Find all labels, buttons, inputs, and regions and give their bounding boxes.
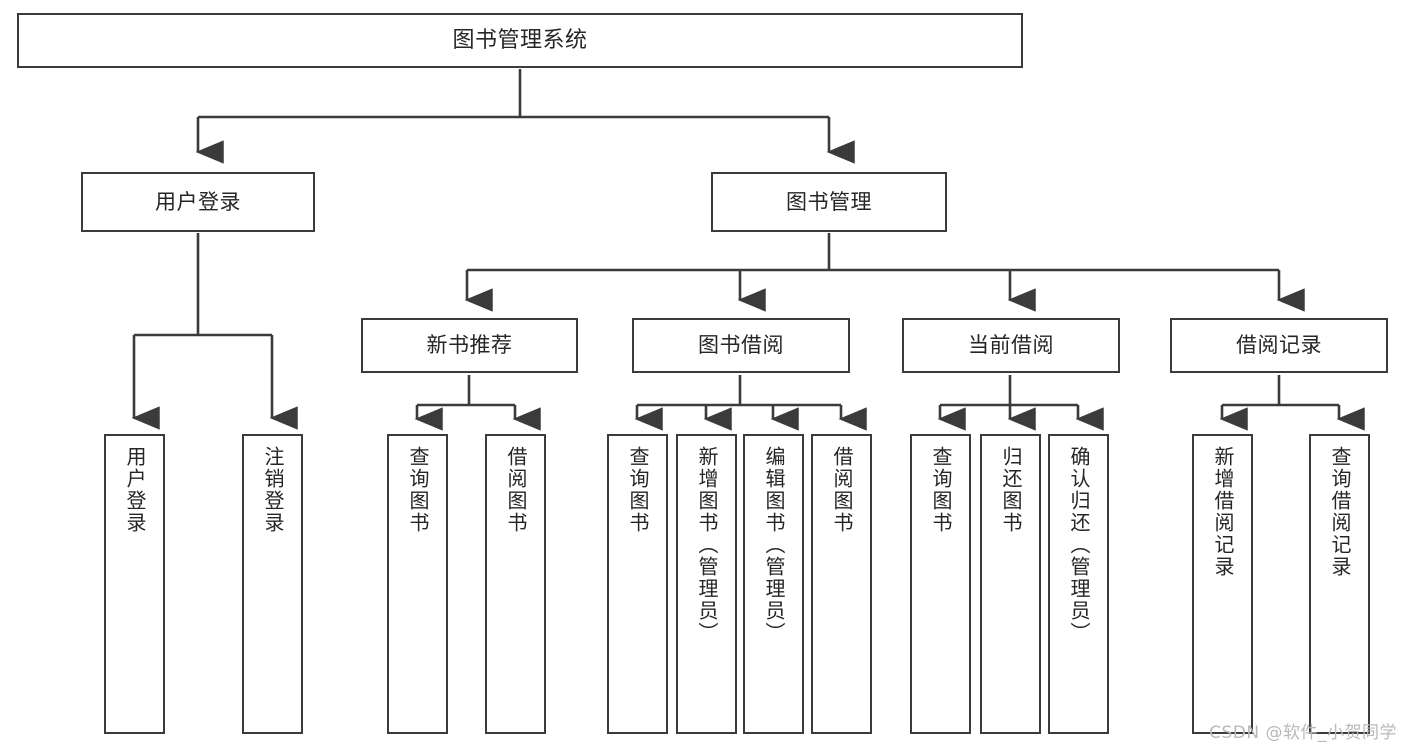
node-label: 新书推荐 — [426, 333, 513, 358]
leaf-query-book-1[interactable]: 查询图书 — [387, 434, 448, 734]
leaf-return-book[interactable]: 归还图书 — [980, 434, 1041, 734]
node-label: 查询图书 — [626, 446, 650, 534]
node-label: 当前借阅 — [968, 333, 1054, 358]
leaf-borrow-book-1[interactable]: 借阅图书 — [485, 434, 546, 734]
leaf-user-login[interactable]: 用户登录 — [104, 434, 165, 734]
leaf-add-borrowing-record[interactable]: 新增借阅记录 — [1192, 434, 1253, 734]
node-user-login[interactable]: 用户登录 — [81, 172, 315, 232]
node-label: 借阅图书 — [504, 446, 528, 534]
leaf-edit-book-admin[interactable]: 编辑图书（管理员） — [743, 434, 804, 734]
leaf-confirm-return-admin[interactable]: 确认归还（管理员） — [1048, 434, 1109, 734]
leaf-logout[interactable]: 注销登录 — [242, 434, 303, 734]
node-label: 用户登录 — [155, 189, 241, 214]
node-label: 借阅图书 — [830, 446, 854, 534]
node-label: 图书管理 — [786, 189, 872, 214]
node-borrowing-record[interactable]: 借阅记录 — [1170, 318, 1388, 373]
leaf-query-borrowing-record[interactable]: 查询借阅记录 — [1309, 434, 1370, 734]
node-book-management[interactable]: 图书管理 — [711, 172, 947, 232]
node-label: 编辑图书（管理员） — [762, 446, 786, 644]
node-label: 用户登录 — [123, 446, 147, 534]
node-label: 确认归还（管理员） — [1067, 446, 1091, 644]
node-book-borrowing[interactable]: 图书借阅 — [632, 318, 850, 373]
node-label: 查询图书 — [929, 446, 953, 534]
node-label: 图书管理系统 — [452, 27, 588, 53]
node-current-borrowing[interactable]: 当前借阅 — [902, 318, 1120, 373]
leaf-query-book-2[interactable]: 查询图书 — [607, 434, 668, 734]
node-new-book-recommendation[interactable]: 新书推荐 — [361, 318, 578, 373]
node-label: 借阅记录 — [1236, 333, 1322, 358]
leaf-add-book-admin[interactable]: 新增图书（管理员） — [676, 434, 737, 734]
node-label: 新增借阅记录 — [1211, 446, 1235, 578]
node-label: 查询借阅记录 — [1328, 446, 1352, 578]
node-root-book-management-system[interactable]: 图书管理系统 — [17, 13, 1023, 68]
watermark: CSDN @软件_小贺同学 — [1209, 723, 1397, 743]
node-label: 新增图书（管理员） — [695, 446, 719, 644]
leaf-query-book-3[interactable]: 查询图书 — [910, 434, 971, 734]
node-label: 归还图书 — [999, 446, 1023, 534]
node-label: 图书借阅 — [698, 333, 784, 358]
leaf-borrow-book-2[interactable]: 借阅图书 — [811, 434, 872, 734]
node-label: 查询图书 — [406, 446, 430, 534]
node-label: 注销登录 — [261, 446, 285, 534]
